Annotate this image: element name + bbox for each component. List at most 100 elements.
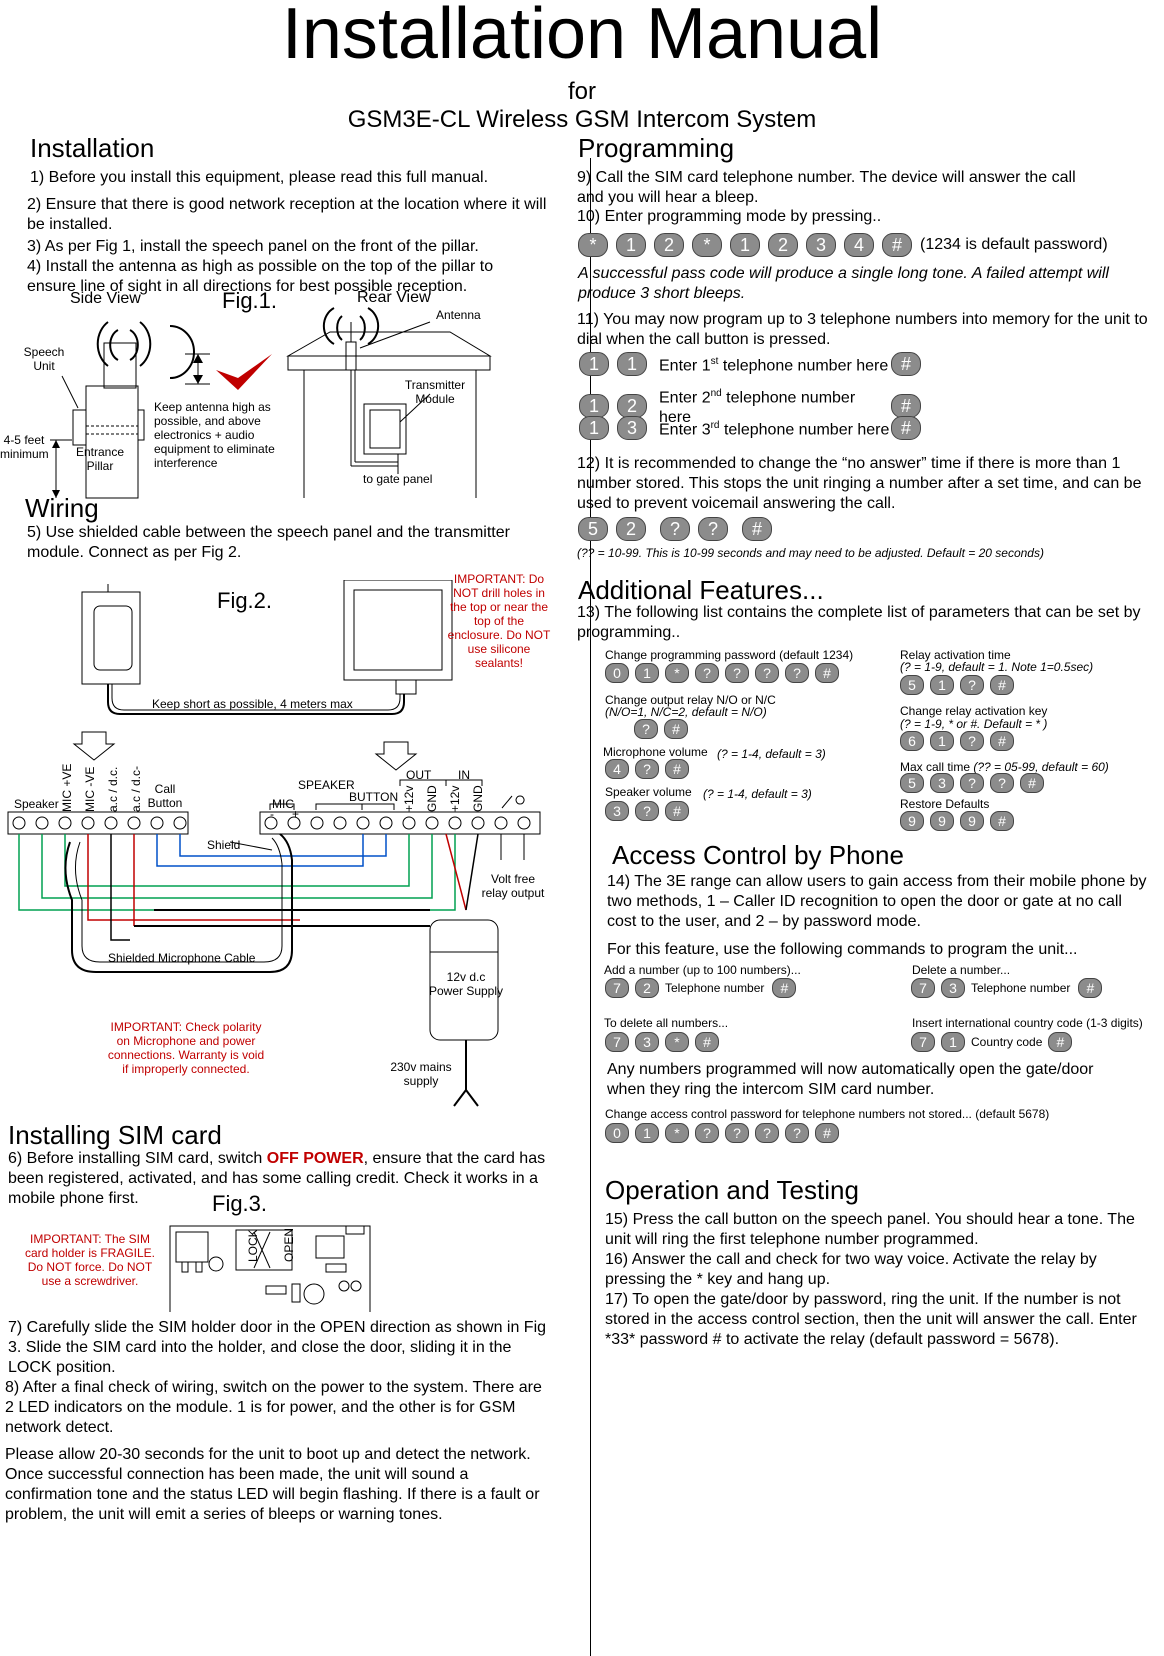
step-11: 11) You may now program up to 3 telephon… xyxy=(577,311,1148,348)
key: 2 xyxy=(616,517,646,541)
shield-label: Shield xyxy=(207,838,241,852)
step-6: 6) Before installing SIM card, switch OF… xyxy=(8,1150,546,1207)
key: 6 xyxy=(900,731,924,751)
step-12: 12) It is recommended to change the “no … xyxy=(577,455,1142,512)
default-password-note: (1234 is default password) xyxy=(920,236,1108,253)
product-subtitle: GSM3E-CL Wireless GSM Intercom System xyxy=(347,106,817,133)
key: # xyxy=(742,517,772,541)
mic-vol-keys: 4 ? # xyxy=(605,759,695,779)
key: # xyxy=(891,352,921,377)
delete-row: 7 3 Telephone number # xyxy=(911,978,1108,998)
speaker-label: SPEAKER xyxy=(298,778,355,792)
delete-all-keys: 7 3 * # xyxy=(605,1032,725,1052)
key: 7 xyxy=(605,1032,629,1052)
relay-nonc-label: Change output relay N/O or N/C xyxy=(605,693,776,707)
programming-heading: Programming xyxy=(578,133,735,163)
restore-keys: 9 9 9 # xyxy=(900,811,1020,831)
key: # xyxy=(1048,1032,1073,1052)
step-2: 2) Ensure that there is good network rec… xyxy=(27,196,547,233)
max-call-label: Max call time (?? = 05-99, default = 60) xyxy=(900,760,1109,774)
key: 7 xyxy=(911,1032,935,1052)
key: 1 xyxy=(579,416,609,441)
key: 1 xyxy=(730,233,760,257)
change-pw-label: Change programming password (default 123… xyxy=(605,648,854,662)
keep-short-label: Keep short as possible, 4 meters max xyxy=(152,697,353,711)
in-label: IN xyxy=(458,768,470,782)
step-3: 3) As per Fig 1, install the speech pane… xyxy=(27,238,479,255)
fig2-label: Fig.2. xyxy=(217,588,273,613)
key: ? xyxy=(990,773,1014,793)
step-14: 14) The 3E range can allow users to gain… xyxy=(607,873,1147,930)
wiring-heading: Wiring xyxy=(25,493,99,523)
key: 4 xyxy=(605,759,629,779)
mains-label: 230v mains supply xyxy=(390,1060,452,1088)
key: ? xyxy=(725,1123,749,1143)
key: 1 xyxy=(579,352,609,377)
entry-row-2: 1 2 Enter 2nd telephone number here # xyxy=(579,384,929,428)
mic-label: MIC xyxy=(272,797,294,811)
side-pillar-top xyxy=(103,342,137,389)
step-16: 16) Answer the call and check for two wa… xyxy=(605,1251,1097,1288)
tel-label: Telephone number xyxy=(665,981,765,995)
key: 2 xyxy=(617,394,647,419)
key: 5 xyxy=(900,675,924,695)
add-label: Add a number (up to 100 numbers)... xyxy=(604,963,801,977)
country-code-label: Country code xyxy=(971,1035,1043,1049)
in-12v-label: +12v xyxy=(448,785,462,812)
sim-important-note: IMPORTANT: The SIM card holder is FRAGIL… xyxy=(24,1232,156,1288)
delete-label: Delete a number... xyxy=(912,963,1011,977)
manual-title: Installation Manual xyxy=(281,0,883,74)
acdc-neg-label: a.c / d.c- xyxy=(129,765,143,812)
key: ? xyxy=(698,517,728,541)
key: # xyxy=(815,663,839,683)
step-5: 5) Use shielded cable between the speech… xyxy=(27,524,510,561)
antenna-label: Antenna xyxy=(436,308,481,322)
fig1-label: Fig.1. xyxy=(222,288,278,313)
key: 1 xyxy=(579,394,609,419)
key: 9 xyxy=(960,811,984,831)
relay-time-note: (? = 1-9, default = 1. Note 1=0.5sec) xyxy=(900,660,1094,674)
change-pw-keys: 0 1 * ? ? ? ? # xyxy=(605,663,845,683)
key: # xyxy=(695,1032,719,1052)
entry-label-1: Enter 1st telephone number here xyxy=(659,356,889,375)
acdc-pos-label: a.c / d.c. xyxy=(106,766,120,812)
key: # xyxy=(990,675,1014,695)
key: 1 xyxy=(941,1032,965,1052)
step-10: 10) Enter programming mode by pressing.. xyxy=(577,208,882,225)
mic-vol-note: (? = 1-4, default = 3) xyxy=(717,747,826,761)
relay-key-label: Change relay activation key xyxy=(900,704,1048,718)
important-drill-note: IMPORTANT: Do NOT drill holes in the top… xyxy=(447,572,551,670)
key: 1 xyxy=(635,663,659,683)
key: * xyxy=(665,1032,689,1052)
to-gate-label: to gate panel xyxy=(363,472,433,486)
key: # xyxy=(882,233,912,257)
installation-heading: Installation xyxy=(30,133,155,163)
key: ? xyxy=(960,773,984,793)
key: 9 xyxy=(900,811,924,831)
key: * xyxy=(692,233,722,257)
key: * xyxy=(665,1123,689,1143)
key: ? xyxy=(785,663,809,683)
key: ? xyxy=(725,663,749,683)
out-label: OUT xyxy=(406,768,432,782)
key: 3 xyxy=(941,978,965,998)
key: 1 xyxy=(930,731,954,751)
key: ? xyxy=(755,663,779,683)
key: ? xyxy=(695,663,719,683)
button-label: BUTTON xyxy=(349,790,399,804)
boot-note: Please allow 20-30 seconds for the unit … xyxy=(5,1446,540,1523)
change-access-label: Change access control password for telep… xyxy=(605,1107,1050,1121)
mic-plus: + xyxy=(292,807,300,821)
key: # xyxy=(772,978,797,998)
entry-row-1: 1 1 Enter 1st telephone number here # xyxy=(579,352,929,377)
key: 3 xyxy=(635,1032,659,1052)
call-button-label: Call Button xyxy=(147,782,183,810)
noanswer-keys: 5 2 ? ? # xyxy=(578,517,780,541)
open-label: OPEN xyxy=(282,1227,296,1262)
entrance-pillar-label: Entrance Pillar xyxy=(75,445,125,473)
sim-heading: Installing SIM card xyxy=(8,1120,222,1150)
step-4: 4) Install the antenna as high as possib… xyxy=(27,258,494,295)
key: # xyxy=(891,394,921,419)
key: # xyxy=(665,759,689,779)
key: ? xyxy=(960,731,984,751)
